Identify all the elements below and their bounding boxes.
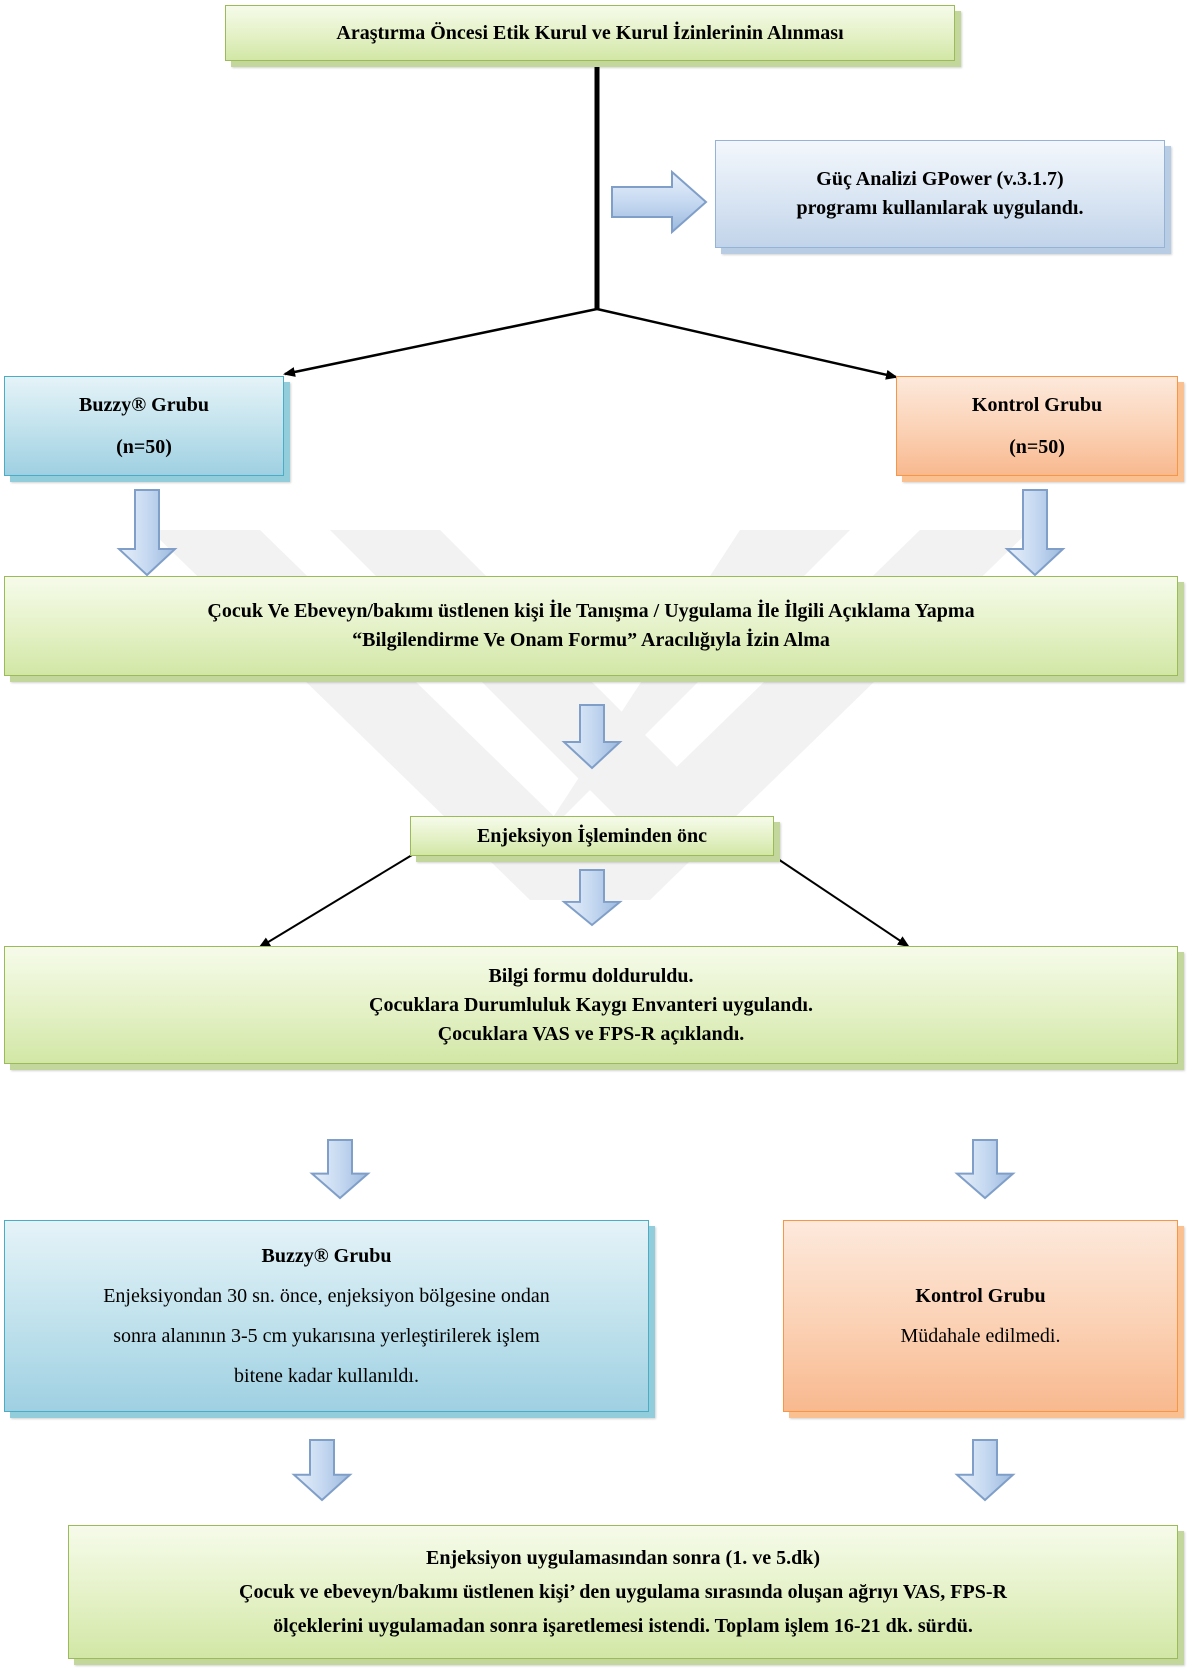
edge-control-to-after — [954, 1439, 1016, 1502]
node-control-intervention-text: Müdahale edilmedi. — [900, 1325, 1061, 1347]
node-introduction-consent: Çocuk Ve Ebeveyn/bakımı üstlenen kişi İl… — [4, 576, 1178, 676]
node-power-analysis: Güç Analizi GPower (v.3.1.7) programı ku… — [715, 140, 1165, 248]
node-after-injection-line2: Çocuk ve ebeveyn/bakımı üstlenen kişi’ d… — [239, 1581, 1007, 1603]
node-buzzy-group-title: Buzzy® Grubu — [79, 394, 209, 416]
edge-info-to-control-intervention — [954, 1139, 1016, 1200]
node-buzzy-group: Buzzy® Grubu (n=50) — [4, 376, 284, 476]
node-ethics-approval: Araştırma Öncesi Etik Kurul ve Kurul İzi… — [225, 5, 955, 61]
node-control-intervention: Kontrol Grubu Müdahale edilmedi. — [783, 1220, 1178, 1412]
node-after-injection-line1: Enjeksiyon uygulamasından sonra (1. ve 5… — [426, 1547, 820, 1569]
edge-buzzy-to-introduction — [116, 489, 178, 577]
node-buzzy-intervention-line3: bitene kadar kullanıldı. — [234, 1365, 419, 1387]
node-ethics-text: Araştırma Öncesi Etik Kurul ve Kurul İzi… — [336, 21, 844, 44]
edge-to-control-group — [596, 307, 898, 380]
node-buzzy-group-n: (n=50) — [116, 436, 172, 458]
edge-introduction-to-before — [561, 704, 623, 770]
node-buzzy-intervention-title: Buzzy® Grubu — [261, 1245, 392, 1267]
node-control-intervention-title: Kontrol Grubu — [915, 1285, 1046, 1307]
node-buzzy-intervention-line1: Enjeksiyondan 30 sn. önce, enjeksiyon bö… — [103, 1285, 550, 1307]
node-after-injection-line3: ölçeklerini uygulamadan sonra işaretleme… — [273, 1615, 973, 1637]
node-info-form: Bilgi formu dolduruldu. Çocuklara Duruml… — [4, 946, 1178, 1064]
node-before-injection: Enjeksiyon İşleminden önc — [410, 816, 774, 856]
node-power-analysis-line2: programı kullanılarak uygulandı. — [796, 197, 1084, 219]
node-info-form-line3: Çocuklara VAS ve FPS-R açıklandı. — [437, 1022, 745, 1045]
edge-to-buzzy-group — [283, 307, 598, 377]
node-buzzy-intervention: Buzzy® Grubu Enjeksiyondan 30 sn. önce, … — [4, 1220, 649, 1412]
node-control-group-title: Kontrol Grubu — [971, 394, 1103, 416]
node-control-group: Kontrol Grubu (n=50) — [896, 376, 1178, 476]
edge-info-to-buzzy-intervention — [309, 1139, 371, 1200]
edge-to-power-analysis — [611, 169, 708, 235]
node-after-injection: Enjeksiyon uygulamasından sonra (1. ve 5… — [68, 1525, 1178, 1659]
edge-before-left — [258, 854, 413, 949]
edge-before-to-info — [561, 869, 623, 927]
node-before-injection-text: Enjeksiyon İşleminden önc — [476, 824, 708, 847]
edge-buzzy-to-after — [291, 1439, 353, 1502]
edge-control-to-introduction — [1004, 489, 1066, 577]
node-power-analysis-line1: Güç Analizi GPower (v.3.1.7) — [816, 168, 1064, 190]
node-info-form-line1: Bilgi formu dolduruldu. — [488, 964, 694, 987]
node-introduction-line2: “Bilgilendirme Ve Onam Formu” Aracılığıy… — [352, 629, 830, 651]
node-info-form-line2: Çocuklara Durumluluk Kaygı Envanteri uyg… — [369, 993, 813, 1016]
node-introduction-line1: Çocuk Ve Ebeveyn/bakımı üstlenen kişi İl… — [207, 600, 975, 622]
node-control-group-n: (n=50) — [1009, 436, 1065, 458]
edge-before-right — [771, 854, 910, 948]
node-buzzy-intervention-line2: sonra alanının 3-5 cm yukarısına yerleşt… — [113, 1325, 540, 1347]
